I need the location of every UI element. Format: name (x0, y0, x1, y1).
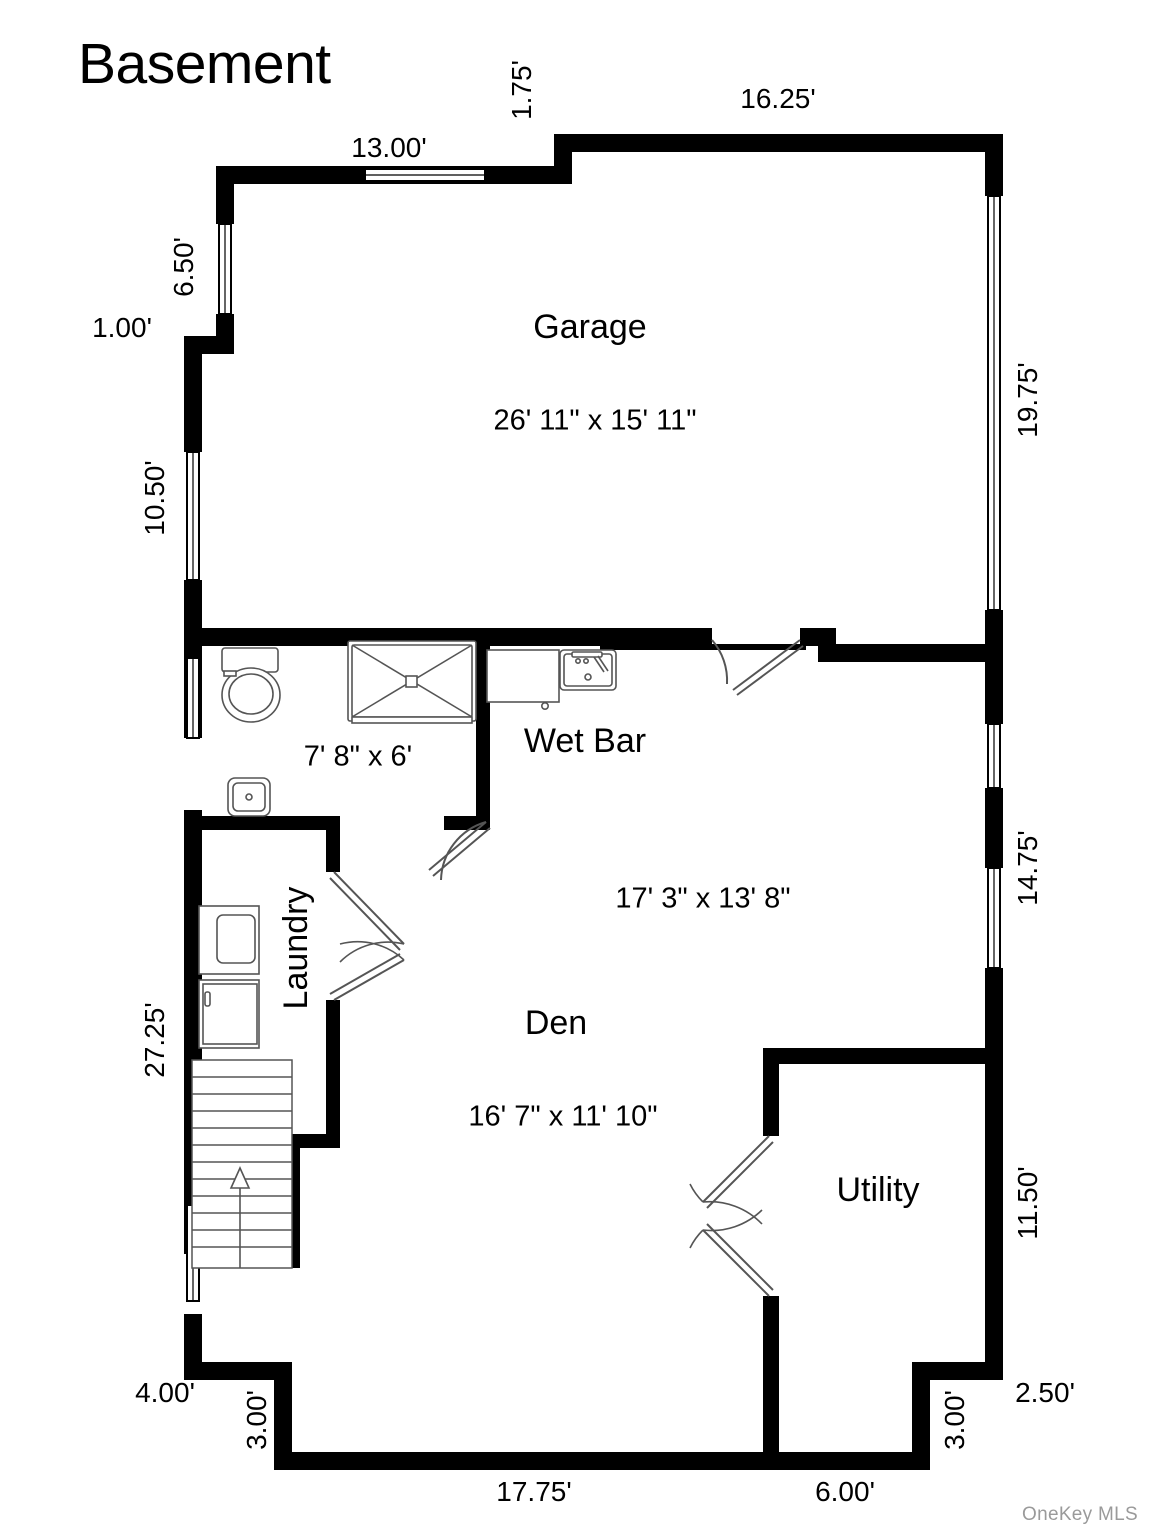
wall-utility-top (763, 1048, 1003, 1064)
wall-garage-divider-right2 (818, 644, 1003, 662)
wall-right-upper-a (985, 134, 1003, 196)
dim-bottom-17-75: 17.75' (496, 1476, 572, 1507)
window-top-wall (364, 168, 486, 182)
dim-left-1-00: 1.00' (92, 312, 152, 343)
page-title: Basement (78, 32, 331, 96)
wall-bottom-right-step (912, 1362, 1003, 1380)
window-right-upper (987, 195, 1001, 611)
wall-right-mid-a (985, 662, 1003, 724)
wall-left-main-a (184, 336, 202, 452)
wall-right-mid-b (985, 788, 1003, 868)
watermark: OneKey MLS (1022, 1504, 1138, 1525)
room-label-den: Den (524, 1004, 588, 1042)
wall-right-lower (985, 1055, 1003, 1380)
garage-entry-door (711, 639, 804, 696)
windows (186, 168, 1001, 1302)
bar-counter-fixture (486, 649, 560, 710)
room-label-garage: Garage (533, 308, 647, 346)
bathroom-door (428, 821, 491, 881)
dim-top-notch-1-75: 1.75' (506, 60, 537, 120)
wall-bath-bottom-left (184, 816, 340, 830)
room-label-laundry: Laundry (277, 886, 315, 1010)
washer-fixture (198, 905, 260, 975)
wall-bottom-right-riser (912, 1362, 930, 1470)
window-bath-left (186, 657, 200, 739)
window-right-mid (987, 723, 1001, 789)
room-dims-garage: 26' 11" x 15' 11" (493, 404, 697, 437)
dim-bottom-2-50: 2.50' (1015, 1377, 1075, 1408)
wall-wetbar-counter-edge (600, 644, 806, 650)
wall-bath-bottom-right (444, 816, 490, 830)
wall-right-mid-c (985, 968, 1003, 1055)
toilet-fixture (221, 647, 281, 723)
window-left-lower (186, 451, 200, 581)
wall-top-right (554, 134, 1003, 152)
room-dims-den-upper: 17' 3" x 13' 8" (615, 882, 791, 915)
dim-top-right-16-25: 16.25' (740, 83, 816, 114)
exterior-walls (184, 134, 1003, 1470)
wall-bottom-left-step (184, 1362, 292, 1380)
dim-left-6-50: 6.50' (168, 237, 199, 297)
dim-bottom-4-00: 4.00' (135, 1377, 195, 1408)
dim-right-19-75: 19.75' (1012, 362, 1043, 438)
wall-left-upper-a (216, 166, 234, 224)
wall-bottom-main-right (763, 1452, 930, 1470)
wall-laundry-right-b (326, 1000, 340, 1144)
wall-utility-left-a (763, 1048, 779, 1136)
dim-bottom-right-3-00: 3.00' (939, 1390, 970, 1450)
dim-bottom-6-00: 6.00' (815, 1476, 875, 1507)
room-label-wet-bar: Wet Bar (523, 722, 647, 760)
doors (329, 639, 804, 1297)
wall-utility-left-b (763, 1296, 779, 1470)
wall-left-main-b (184, 580, 202, 658)
dim-right-11-50: 11.50' (1012, 1166, 1043, 1240)
dim-right-14-75: 14.75' (1012, 830, 1043, 906)
staircase-up (191, 1059, 293, 1269)
room-label-utility: Utility (836, 1171, 920, 1209)
dim-top-left-13: 13.00' (351, 132, 427, 163)
dryer-fixture (198, 979, 260, 1049)
dim-left-10-50: 10.50' (139, 460, 170, 536)
utility-double-door (689, 1135, 774, 1297)
bar-sink-fixture (559, 649, 617, 691)
dim-bottom-left-3-00: 3.00' (241, 1390, 272, 1450)
wall-bottom-left-riser (274, 1362, 292, 1452)
vanity-sink-fixture (227, 777, 271, 817)
wall-laundry-right-a (326, 816, 340, 872)
wall-garage-divider-left (184, 628, 712, 646)
wall-bottom-main-left (274, 1452, 763, 1470)
room-dims-bathroom: 7' 8" x 6' (303, 740, 413, 773)
laundry-double-door (329, 871, 405, 1001)
dim-left-27-25: 27.25' (139, 1002, 170, 1078)
fixtures (191, 640, 617, 1269)
window-right-lower (987, 867, 1001, 969)
room-dims-den: 16' 7" x 11' 10" (468, 1100, 658, 1133)
shower-fixture (347, 640, 477, 724)
window-left-upper (218, 223, 232, 315)
